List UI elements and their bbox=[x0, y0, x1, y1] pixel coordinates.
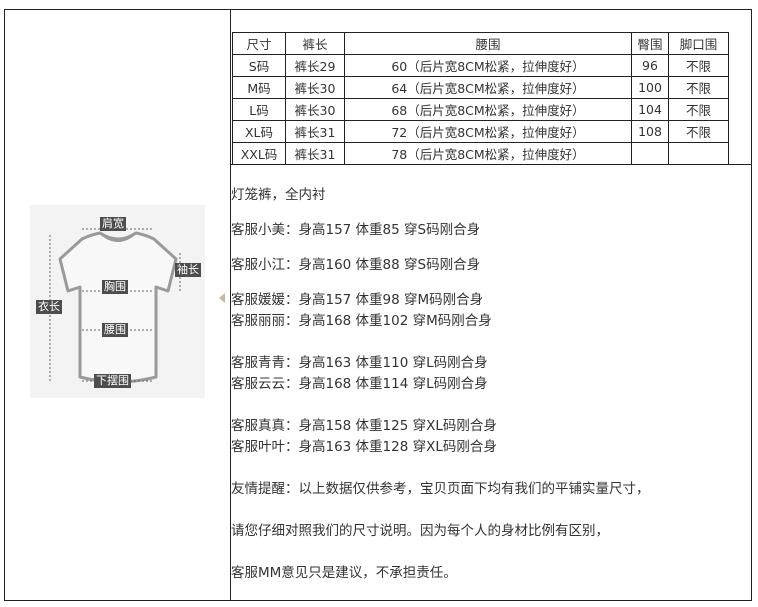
staff-note: 客服青青：身高163 体重110 穿L码刚合身 bbox=[231, 355, 488, 371]
table-row: XXL码 裤长31 78（后片宽8CM松紧，拉伸度好） bbox=[232, 142, 729, 165]
table-row: S码 裤长29 60（后片宽8CM松紧，拉伸度好） 96 不限 bbox=[232, 54, 729, 77]
cell-length: 裤长31 bbox=[285, 120, 345, 143]
cell-cuff: 不限 bbox=[668, 120, 729, 143]
hem-label: 下摆围 bbox=[94, 374, 131, 388]
table-row: M码 裤长30 64（后片宽8CM松紧，拉伸度好） 100 不限 bbox=[232, 76, 729, 99]
staff-note: 客服真真：身高158 体重125 穿XL码刚合身 bbox=[231, 418, 497, 434]
staff-note: 客服叶叶：身高163 体重128 穿XL码刚合身 bbox=[231, 439, 497, 455]
cell-cuff bbox=[668, 142, 729, 165]
table-row: L码 裤长30 68（后片宽8CM松紧，拉伸度好） 104 不限 bbox=[232, 98, 729, 121]
size-table-header: 尺寸 裤长 腰围 臀围 脚口围 bbox=[232, 32, 729, 55]
shoulder-label: 肩宽 bbox=[100, 217, 126, 231]
table-row: XL码 裤长31 72（后片宽8CM松紧，拉伸度好） 108 不限 bbox=[232, 120, 729, 143]
product-note: 灯笼裤，全内衬 bbox=[231, 187, 326, 203]
cell-size: XL码 bbox=[232, 120, 286, 143]
content-frame bbox=[4, 9, 752, 601]
cell-waist: 78（后片宽8CM松紧，拉伸度好） bbox=[344, 142, 632, 165]
cell-cuff: 不限 bbox=[668, 98, 729, 121]
cell-cuff: 不限 bbox=[668, 76, 729, 99]
sleeve-label: 袖长 bbox=[175, 263, 201, 277]
staff-note: 客服小美：身高157 体重85 穿S码刚合身 bbox=[231, 222, 481, 238]
staff-note: 客服云云：身高168 体重114 穿L码刚合身 bbox=[231, 376, 488, 392]
cell-size: M码 bbox=[232, 76, 286, 99]
chest-label: 胸围 bbox=[102, 280, 128, 294]
cell-hip: 108 bbox=[631, 120, 669, 143]
cell-hip bbox=[631, 142, 669, 165]
header-hip: 臀围 bbox=[631, 32, 669, 55]
waist-label: 腰围 bbox=[102, 323, 128, 337]
pointer-arrow-icon bbox=[219, 293, 225, 303]
cell-length: 裤长30 bbox=[285, 76, 345, 99]
cell-waist: 64（后片宽8CM松紧，拉伸度好） bbox=[344, 76, 632, 99]
table-divider bbox=[230, 164, 752, 165]
cell-hip: 100 bbox=[631, 76, 669, 99]
cell-hip: 96 bbox=[631, 54, 669, 77]
staff-note: 客服媛媛：身高157 体重98 穿M码刚合身 bbox=[231, 292, 484, 308]
header-cuff: 脚口围 bbox=[668, 32, 729, 55]
measurement-diagram: 肩宽 袖长 胸围 衣长 腰围 下摆围 bbox=[30, 205, 205, 398]
column-divider bbox=[230, 9, 231, 601]
cell-waist: 72（后片宽8CM松紧，拉伸度好） bbox=[344, 120, 632, 143]
staff-note: 客服小江：身高160 体重88 穿S码刚合身 bbox=[231, 257, 481, 273]
cell-size: XXL码 bbox=[232, 142, 286, 165]
header-waist: 腰围 bbox=[344, 32, 632, 55]
disclaimer-note: 客服MM意见只是建议，不承担责任。 bbox=[231, 565, 457, 581]
check-chart-note: 请您仔细对照我们的尺寸说明。因为每个人的身材比例有区别， bbox=[231, 523, 609, 539]
cell-waist: 68（后片宽8CM松紧，拉伸度好） bbox=[344, 98, 632, 121]
cell-waist: 60（后片宽8CM松紧，拉伸度好） bbox=[344, 54, 632, 77]
cell-cuff: 不限 bbox=[668, 54, 729, 77]
reminder-note: 友情提醒：以上数据仅供参考，宝贝页面下均有我们的平铺实量尺寸， bbox=[231, 481, 650, 497]
cell-size: L码 bbox=[232, 98, 286, 121]
staff-note: 客服丽丽：身高168 体重102 穿M码刚合身 bbox=[231, 313, 492, 329]
header-pants-length: 裤长 bbox=[285, 32, 345, 55]
length-label: 衣长 bbox=[36, 300, 62, 314]
cell-length: 裤长31 bbox=[285, 142, 345, 165]
cell-length: 裤长29 bbox=[285, 54, 345, 77]
size-table: 尺寸 裤长 腰围 臀围 脚口围 S码 裤长29 60（后片宽8CM松紧，拉伸度好… bbox=[232, 32, 729, 165]
header-size: 尺寸 bbox=[232, 32, 286, 55]
cell-size: S码 bbox=[232, 54, 286, 77]
cell-length: 裤长30 bbox=[285, 98, 345, 121]
cell-hip: 104 bbox=[631, 98, 669, 121]
